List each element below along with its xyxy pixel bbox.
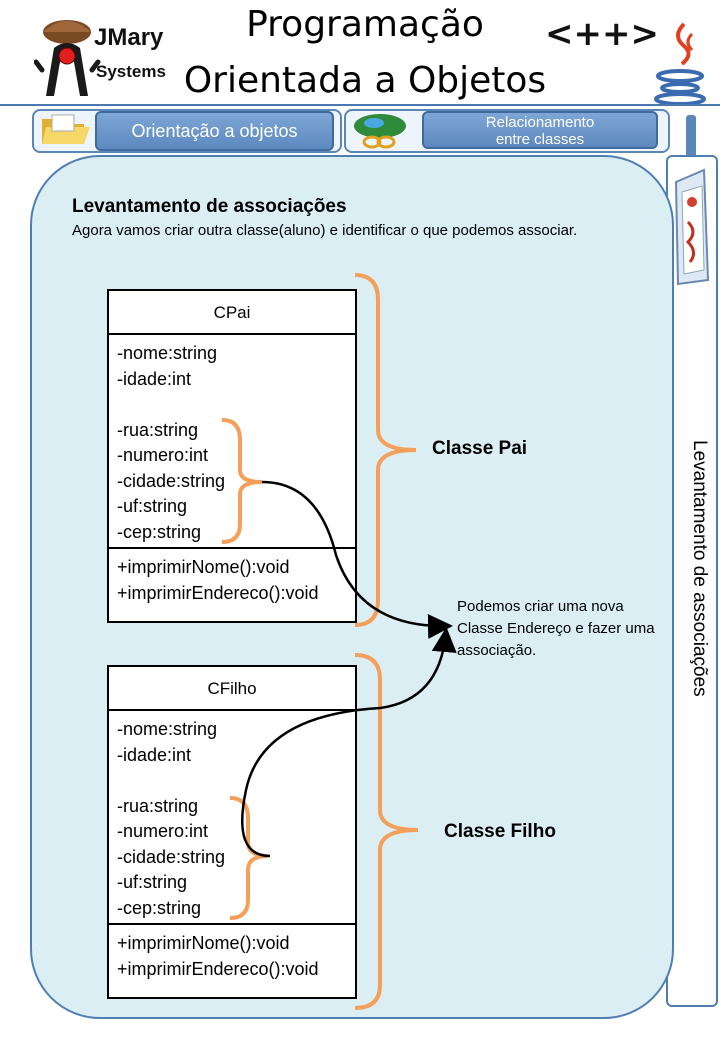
page-title-line2: Orientada a Objetos <box>183 60 547 101</box>
uml-method: +imprimirNome():void <box>117 933 290 953</box>
cpp-logo: <++> <box>545 14 659 54</box>
side-accent-bar <box>686 115 696 157</box>
uml-attribute: -uf:string <box>117 872 188 892</box>
label-classe-filho: Classe Filho <box>444 821 556 842</box>
header-divider <box>0 104 720 106</box>
nav-button-oop[interactable]: Orientação a objetos <box>95 111 334 151</box>
folder-icon <box>42 114 90 144</box>
association-note: Podemos criar uma nova Classe Endereço e… <box>457 598 655 659</box>
uml-class-name: CFilho <box>109 667 355 711</box>
duke-mascot-icon <box>33 20 101 96</box>
uml-attribute: -cep:string <box>117 521 202 542</box>
uml-attribute: -rua:string <box>117 795 199 816</box>
uml-attribute: -cep:string <box>117 897 202 918</box>
uml-attribute: -cidade:string <box>117 470 226 491</box>
nav-button-relationship[interactable]: Relacionamento entre classes <box>422 111 658 149</box>
intro-text: Agora vamos criar outra classe(aluno) e … <box>72 222 578 239</box>
arrow-filho-to-note <box>241 627 457 858</box>
uml-attribute: -idade:int <box>117 368 192 389</box>
uml-method: +imprimirEndereco():void <box>117 958 319 979</box>
uml-attribute: -nome:string <box>117 343 218 363</box>
brace-classe-filho <box>354 653 419 1010</box>
uml-attribute: -numero:int <box>117 821 209 841</box>
uml-method: +imprimirEndereco():void <box>117 582 319 603</box>
document-scroll-icon <box>674 168 710 286</box>
section-heading: Levantamento de associações <box>72 196 347 217</box>
uml-class-cpai: CPai -nome:string -idade:int -rua:string… <box>107 289 357 623</box>
globe-chain-icon <box>354 114 406 149</box>
label-classe-pai: Classe Pai <box>432 438 528 459</box>
uml-method: +imprimirNome():void <box>117 557 290 577</box>
brace-classe-pai <box>354 273 417 627</box>
uml-class-cfilho: CFilho -nome:string -idade:int -rua:stri… <box>107 665 357 999</box>
cpp-label: <++> <box>545 14 659 54</box>
uml-attribute: -idade:int <box>117 744 192 765</box>
java-logo-icon <box>654 22 706 106</box>
brace-endereco-filho <box>229 796 269 920</box>
brace-endereco-pai <box>221 418 263 544</box>
side-title: Levantamento de associações <box>689 440 710 697</box>
uml-attribute: -nome:string <box>117 719 218 739</box>
uml-attribute: -cidade:string <box>117 846 226 867</box>
uml-methods: +imprimirNome():void +imprimirEndereco()… <box>109 925 355 988</box>
uml-attributes: -nome:string -idade:int -rua:string -num… <box>109 711 355 925</box>
uml-attribute: -uf:string <box>117 496 188 516</box>
uml-attributes: -nome:string -idade:int -rua:string -num… <box>109 335 355 549</box>
arrow-pai-to-note <box>261 480 453 639</box>
uml-class-name: CPai <box>109 291 355 335</box>
uml-methods: +imprimirNome():void +imprimirEndereco()… <box>109 549 355 612</box>
logo-text-top: JMary <box>94 24 164 51</box>
uml-attribute: -rua:string <box>117 419 199 440</box>
page-title-line1: Programação <box>246 4 484 45</box>
logo-text-bottom: Systems <box>96 62 166 81</box>
uml-attribute: -numero:int <box>117 445 209 465</box>
jmary-logo: JMary Systems <box>33 10 174 102</box>
